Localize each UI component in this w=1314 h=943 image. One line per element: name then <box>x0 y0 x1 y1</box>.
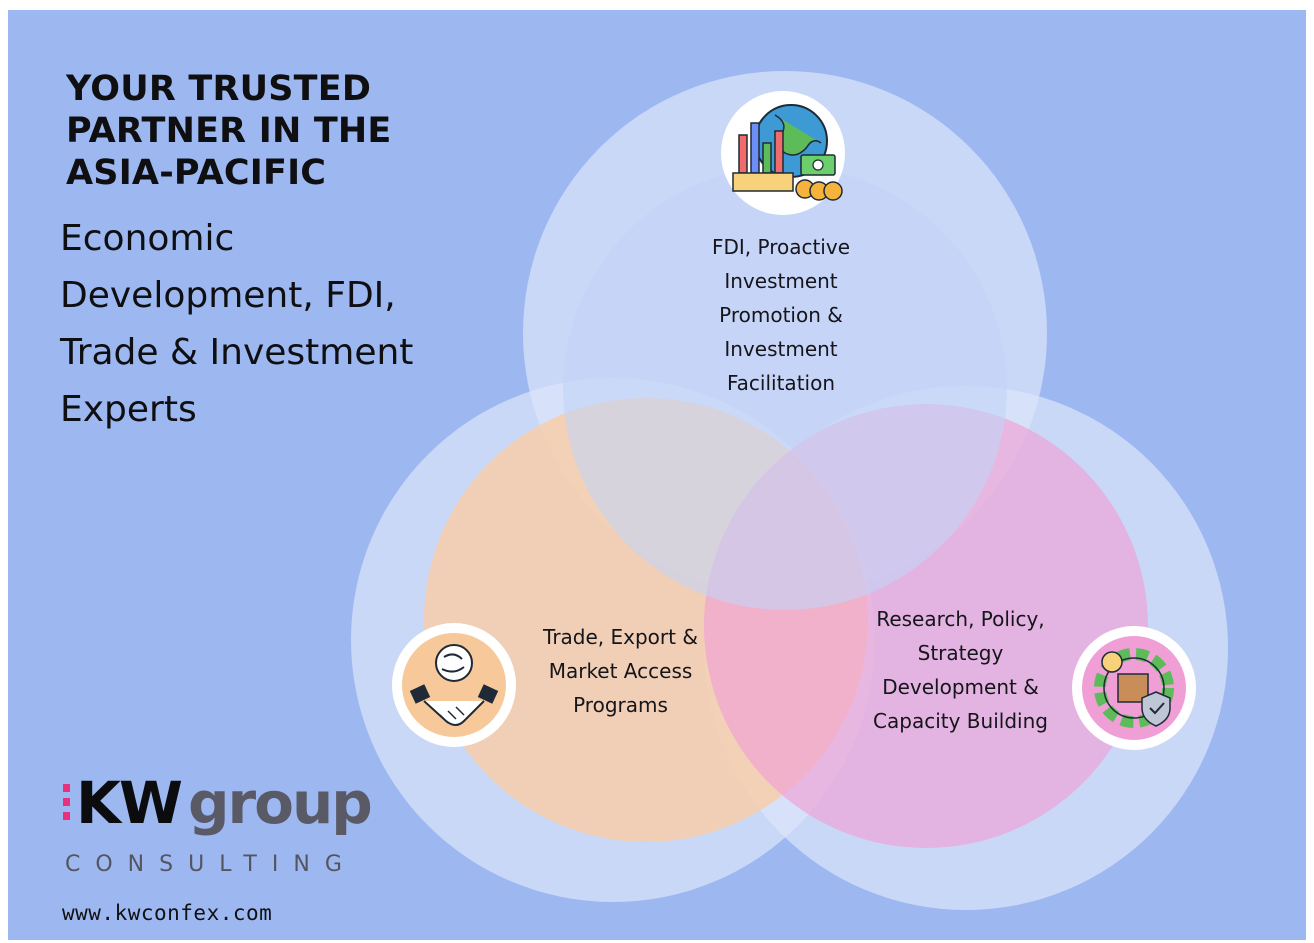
headline: YOUR TRUSTED PARTNER IN THE ASIA-PACIFIC <box>66 68 486 194</box>
infographic: YOUR TRUSTED PARTNER IN THE ASIA-PACIFIC… <box>8 10 1306 940</box>
subhead-line-3: Trade & Investment <box>60 332 414 373</box>
logo-group: group <box>188 769 373 837</box>
logo-accent-bar <box>63 784 70 792</box>
website-url: www.kwconfex.com <box>62 901 273 925</box>
top-circle-label: FDI, Proactive Investment Promotion & In… <box>711 235 851 395</box>
logo-accent-bar <box>63 798 70 806</box>
logo-accent-bar <box>63 812 70 820</box>
logo-kw: KW <box>76 769 183 837</box>
logo-consulting: CONSULTING <box>65 852 357 877</box>
handshake-icon <box>392 623 516 747</box>
left-circle-label: Trade, Export & Market Access Programs <box>543 625 698 717</box>
subhead-line-1: Economic <box>60 218 235 259</box>
subhead-line-4: Experts <box>60 389 197 430</box>
headline-line-1: YOUR TRUSTED <box>66 69 372 109</box>
subhead: Economic Development, FDI, Trade & Inves… <box>60 210 480 438</box>
globe-chart-money-icon <box>721 91 845 215</box>
top-circle <box>563 166 1007 610</box>
headline-line-2: PARTNER IN THE <box>66 111 392 151</box>
gear-lightbulb-shield-icon <box>1072 626 1196 750</box>
venn-diagram <box>8 10 1306 940</box>
headline-line-3: ASIA-PACIFIC <box>66 153 327 193</box>
subhead-line-2: Development, FDI, <box>60 275 396 316</box>
right-circle-label: Research, Policy, Strategy Development &… <box>873 607 1048 733</box>
